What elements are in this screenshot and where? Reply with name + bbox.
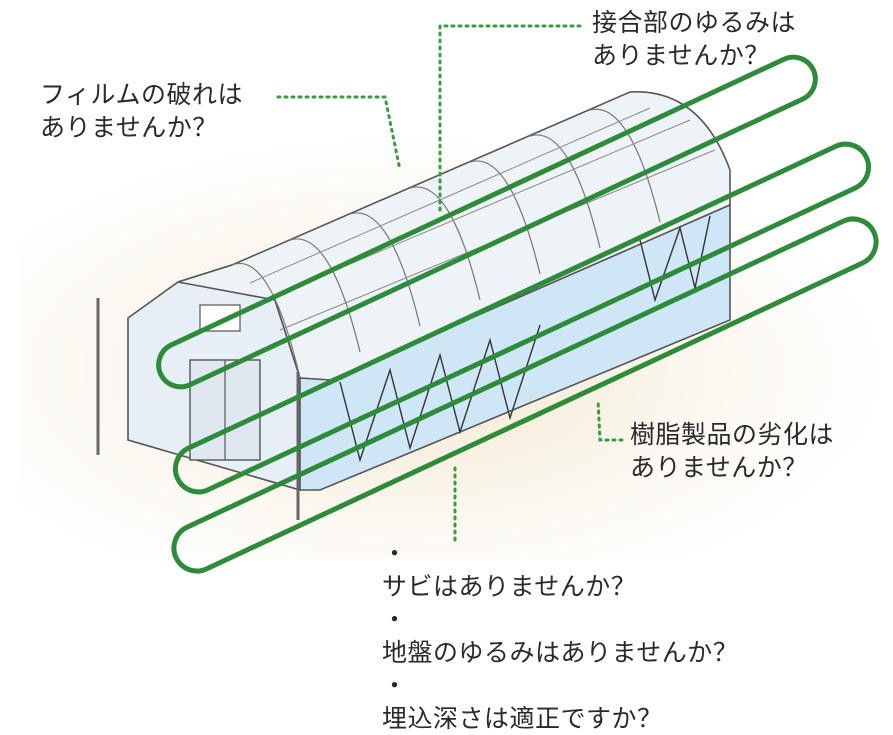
label-joint-line1: 接合部のゆるみは [592, 8, 797, 37]
check-rust: サビはありませんか？ [382, 572, 637, 601]
check-depth: 埋込深さは適正ですか？ [382, 704, 663, 733]
checklist-item: ・地盤のゆるみはありませんか？ [382, 603, 738, 669]
check-ground: 地盤のゆるみはありませんか？ [382, 638, 739, 667]
label-film-line2: ありませんか？ [40, 113, 218, 142]
side-braces [339, 215, 711, 463]
leader-lines [276, 24, 624, 542]
roof-arches [231, 108, 661, 379]
checklist-item: ・埋込深さは適正ですか？ [382, 669, 738, 735]
label-resin-degradation: 樹脂製品の劣化は ありませんか？ [630, 418, 834, 484]
label-joint-line2: ありませんか？ [592, 41, 770, 70]
bullet: ・ [382, 539, 408, 568]
label-film-tear: フィルムの破れは ありませんか？ [40, 78, 243, 144]
highlight-rings [156, 54, 879, 574]
bullet: ・ [382, 671, 408, 700]
label-joint-loose: 接合部のゆるみは ありませんか？ [592, 6, 796, 72]
ring-roof-joint [156, 54, 818, 390]
label-resin-line1: 樹脂製品の劣化は [630, 420, 835, 449]
greenhouse-illustration [96, 24, 879, 574]
ring-side-upper [172, 141, 872, 495]
label-film-line1: フィルムの破れは [40, 80, 244, 109]
checklist-item: ・サビはありませんか？ [382, 537, 738, 603]
ring-side-lower [171, 216, 879, 574]
label-resin-line2: ありませんか？ [630, 453, 808, 482]
bullet: ・ [382, 605, 408, 634]
checklist: ・サビはありませんか？ ・地盤のゆるみはありませんか？ ・埋込深さは適正ですか？ [382, 537, 738, 735]
